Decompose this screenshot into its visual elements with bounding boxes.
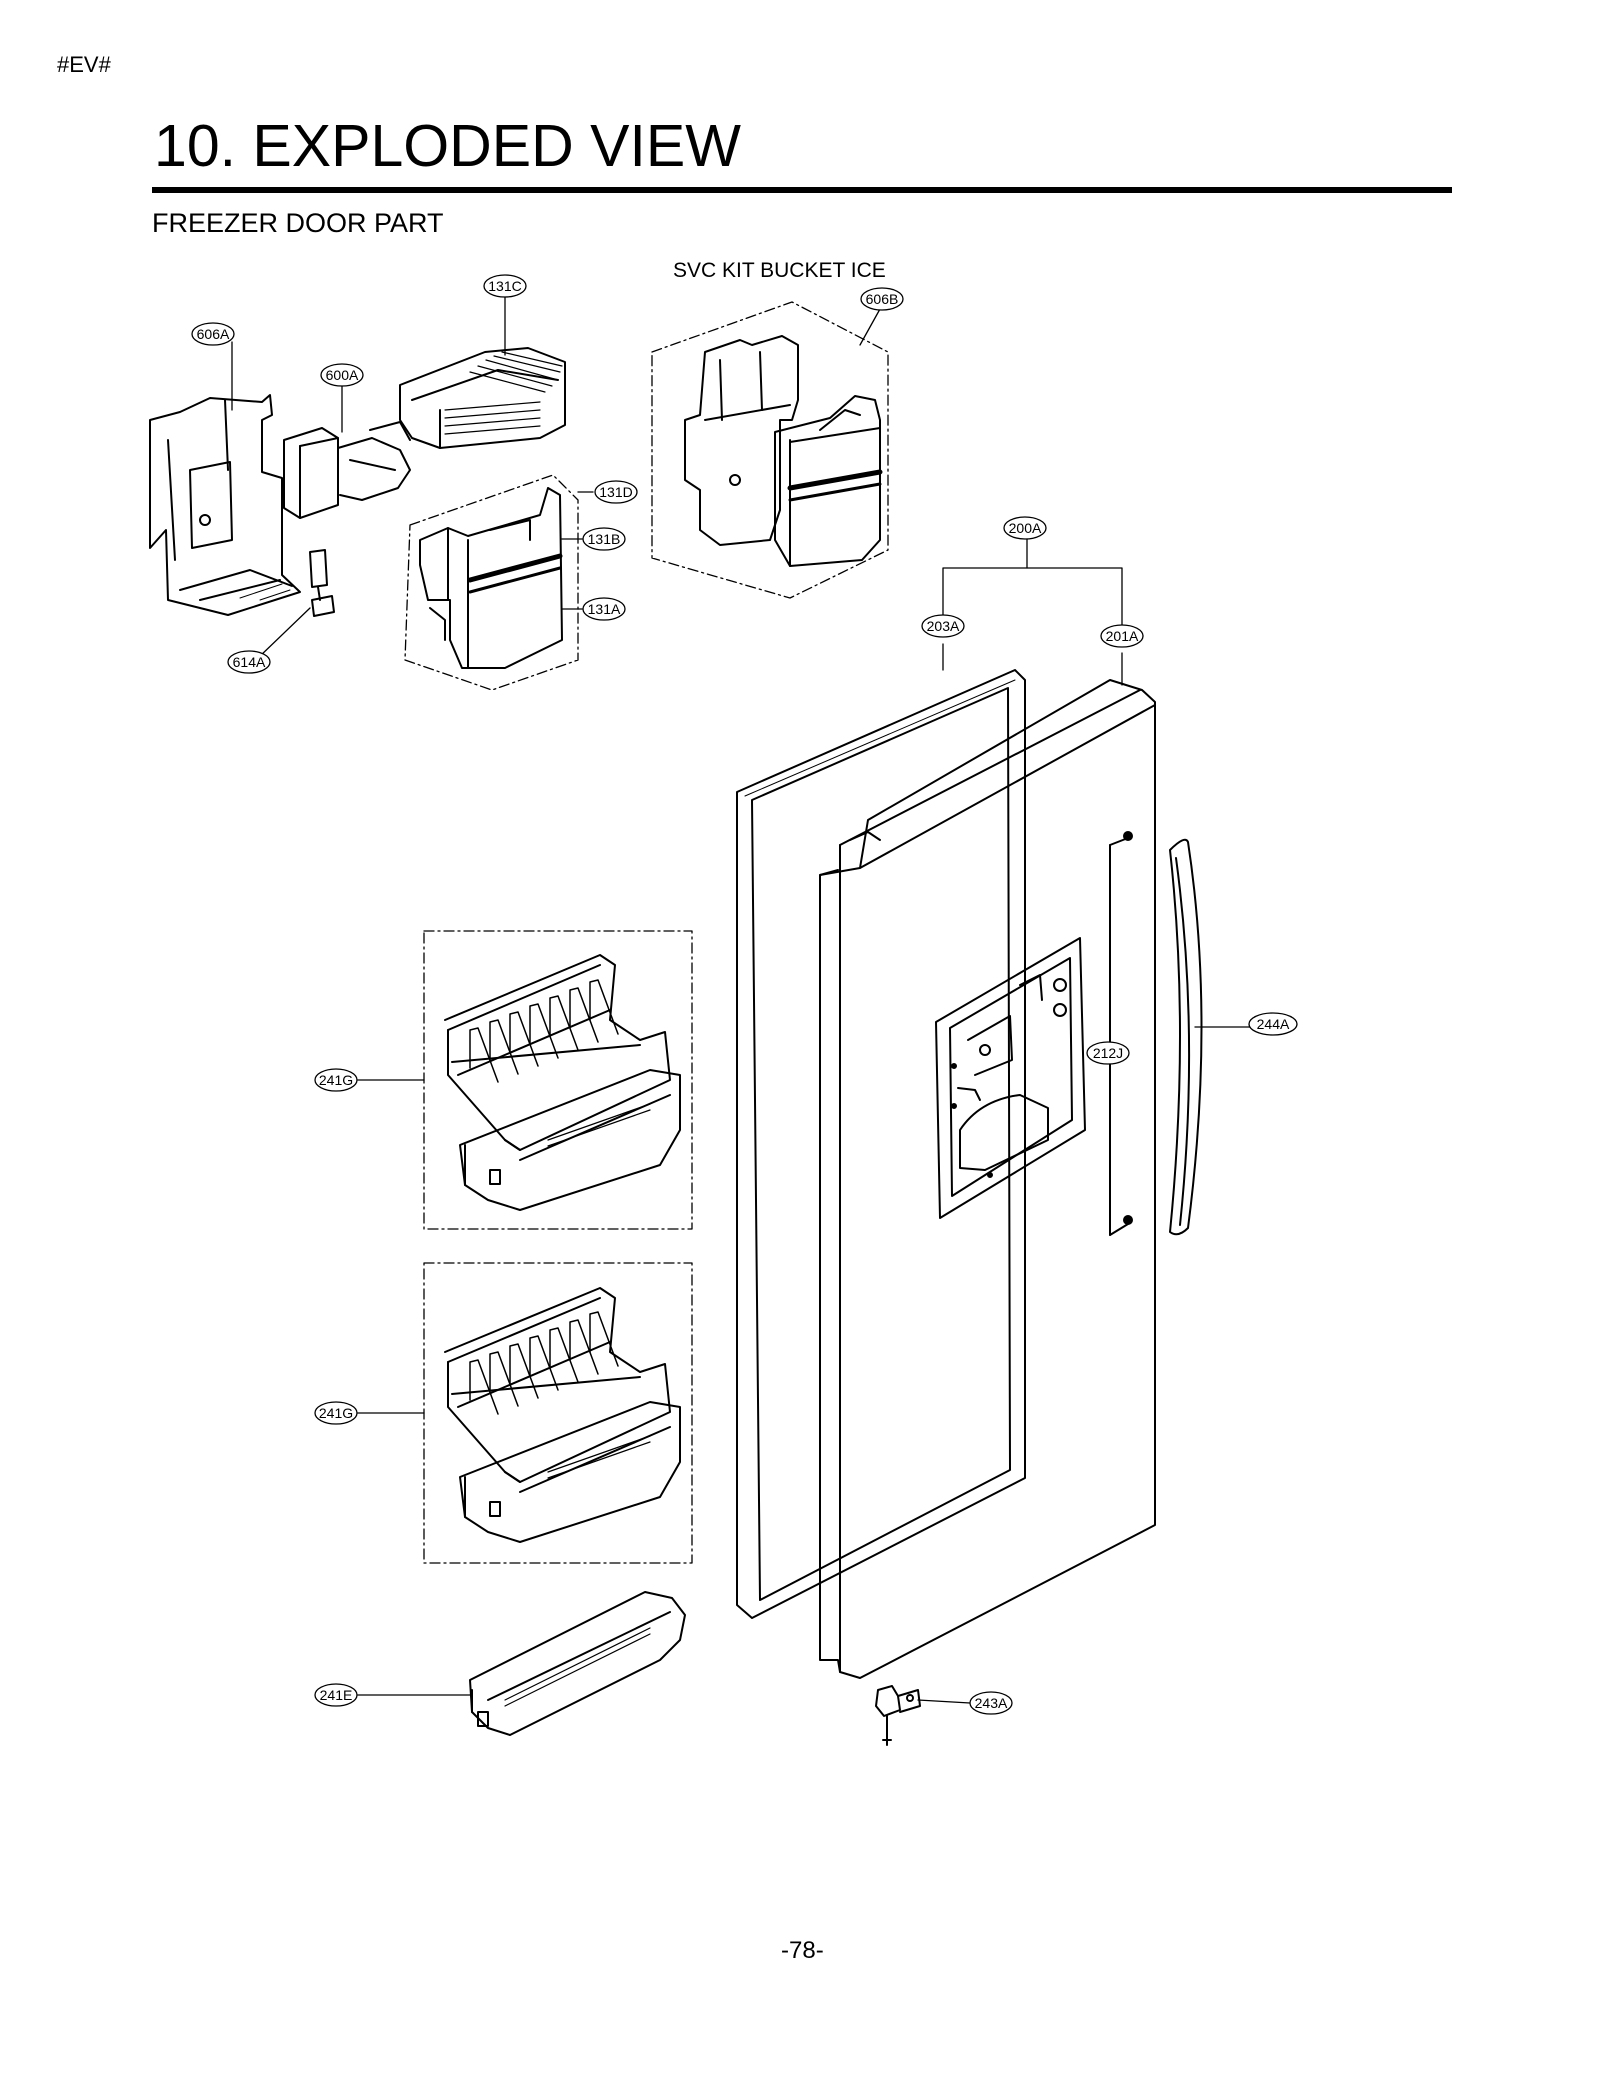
door-hinge-drawing: [875, 1685, 921, 1746]
callout-label: 241E: [320, 1687, 353, 1703]
callout-241G-lower: [314, 1401, 358, 1425]
ice-bucket-drawing: [419, 487, 563, 669]
ice-maker-housing-drawing: [149, 394, 301, 616]
leader-lines: [231, 296, 1251, 1704]
callout-label: 243A: [975, 1695, 1008, 1711]
callout-200A: [1003, 516, 1047, 540]
callout-241E: [314, 1683, 358, 1707]
callout-label: 606B: [866, 291, 899, 307]
svc-kit-drawing: [684, 335, 883, 567]
callout-131D: [594, 480, 638, 504]
door-gasket-drawing: [736, 669, 1026, 1619]
door-bin-drawing: [469, 1591, 686, 1736]
callout-label: 131A: [588, 601, 621, 617]
callout-131C: [483, 274, 527, 298]
page-title: 10. EXPLODED VIEW: [154, 113, 741, 179]
callout-label: 131B: [588, 531, 621, 547]
callout-label: 212J: [1093, 1045, 1123, 1061]
callout-label: 131D: [599, 484, 632, 500]
callout-label: 131C: [488, 278, 521, 294]
callout-203A: [921, 614, 965, 638]
callout-201A: [1100, 624, 1144, 648]
callout-label: 200A: [1009, 520, 1042, 536]
callout-label: 201A: [1106, 628, 1139, 644]
callout-606A: [191, 322, 235, 346]
callout-131A: [582, 597, 626, 621]
section-title: FREEZER DOOR PART: [152, 208, 444, 238]
document-tag: #EV#: [57, 52, 111, 77]
callout-label: 606A: [197, 326, 230, 342]
callout-600A: [320, 363, 364, 387]
callout-131B: [582, 527, 626, 551]
ice-maker-motor-drawing: [283, 421, 411, 519]
callout-244A: [1248, 1012, 1298, 1036]
lower-basket-group-outline: [423, 1262, 693, 1564]
page-number: -78-: [781, 1937, 824, 1964]
callout-243A: [969, 1691, 1013, 1715]
upper-basket-drawing: [444, 954, 681, 1211]
kit-label: SVC KIT BUCKET ICE: [673, 259, 886, 282]
door-handle-drawing: [1169, 838, 1203, 1236]
bucket-cover-drawing: [399, 347, 566, 449]
callout-212J: [1086, 1041, 1130, 1065]
sensor-connector-drawing: [309, 549, 335, 617]
callout-label: 600A: [326, 367, 359, 383]
callout-606B: [860, 287, 904, 311]
callouts: [191, 274, 1298, 1715]
group-boundaries: [404, 301, 889, 1564]
svc-kit-bucket-ice-outline: [651, 301, 889, 599]
title-divider: [152, 187, 1452, 193]
callout-label: 244A: [1257, 1016, 1290, 1032]
door-drawing: [819, 679, 1156, 1679]
callout-label: 241G: [319, 1405, 353, 1421]
callout-label: 241G: [319, 1072, 353, 1088]
lower-basket-drawing: [444, 1287, 681, 1543]
callout-614A: [227, 650, 271, 674]
callout-label: 614A: [233, 654, 266, 670]
ice-bucket-group-outline: [404, 474, 579, 691]
callout-labels: 131C 606B 606A 600A 131D 131B 131A 614A …: [197, 278, 1290, 1711]
callout-label: 203A: [927, 618, 960, 634]
callout-241G-upper: [314, 1068, 358, 1092]
